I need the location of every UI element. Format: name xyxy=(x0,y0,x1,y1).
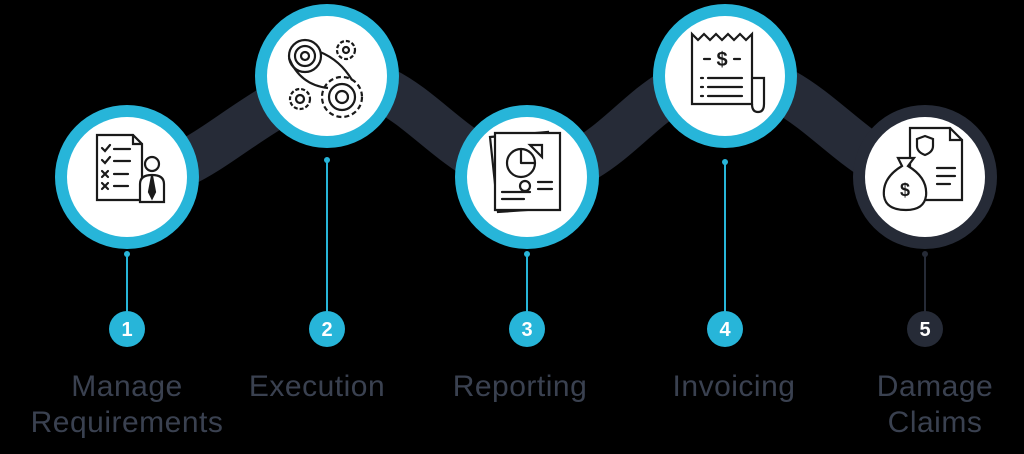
step-number: 5 xyxy=(919,319,930,341)
step-number: 1 xyxy=(121,319,132,341)
receipt-dollar-icon: $ xyxy=(690,31,766,114)
step-number-badge xyxy=(907,311,943,347)
gears-icon xyxy=(287,38,364,119)
step-number: 4 xyxy=(719,319,731,341)
label-line: Claims xyxy=(887,406,983,439)
step-circle-inner xyxy=(267,16,387,136)
step-number: 3 xyxy=(521,319,532,341)
step-2: 2 xyxy=(255,4,399,347)
step-label-reporting: Reporting xyxy=(410,369,630,405)
step-5: $ 5 xyxy=(853,105,997,347)
money-bag-claim-icon: $ xyxy=(882,126,964,212)
report-chart-icon xyxy=(488,130,562,214)
step-label-execution: Execution xyxy=(207,369,427,405)
svg-text:$: $ xyxy=(900,180,910,200)
label-line: Invoicing xyxy=(672,370,796,403)
stem-dot xyxy=(722,159,728,165)
svg-text:$: $ xyxy=(716,49,727,71)
step-label-invoicing: Invoicing xyxy=(624,369,844,405)
stem-dot xyxy=(524,251,530,257)
step-1: 1 xyxy=(55,105,199,347)
step-number-badge xyxy=(707,311,743,347)
step-3: 3 xyxy=(455,105,599,347)
label-line: Execution xyxy=(248,370,386,403)
step-label-manage-requirements: Manage Requirements xyxy=(17,369,237,441)
checklist-person-icon xyxy=(95,133,166,204)
stem-dot xyxy=(124,251,130,257)
step-number-badge xyxy=(309,311,345,347)
step-number: 2 xyxy=(321,319,332,341)
label-line: Reporting xyxy=(452,370,588,403)
step-4: $ 4 xyxy=(653,4,797,347)
step-number-badge xyxy=(109,311,145,347)
stem-dot xyxy=(324,157,330,163)
step-number-badge xyxy=(509,311,545,347)
label-line: Requirements xyxy=(30,406,224,439)
label-line: Manage xyxy=(71,370,183,403)
step-label-damage-claims: Damage Claims xyxy=(825,369,1024,441)
stem-dot xyxy=(922,251,928,257)
label-line: Damage xyxy=(876,370,994,403)
